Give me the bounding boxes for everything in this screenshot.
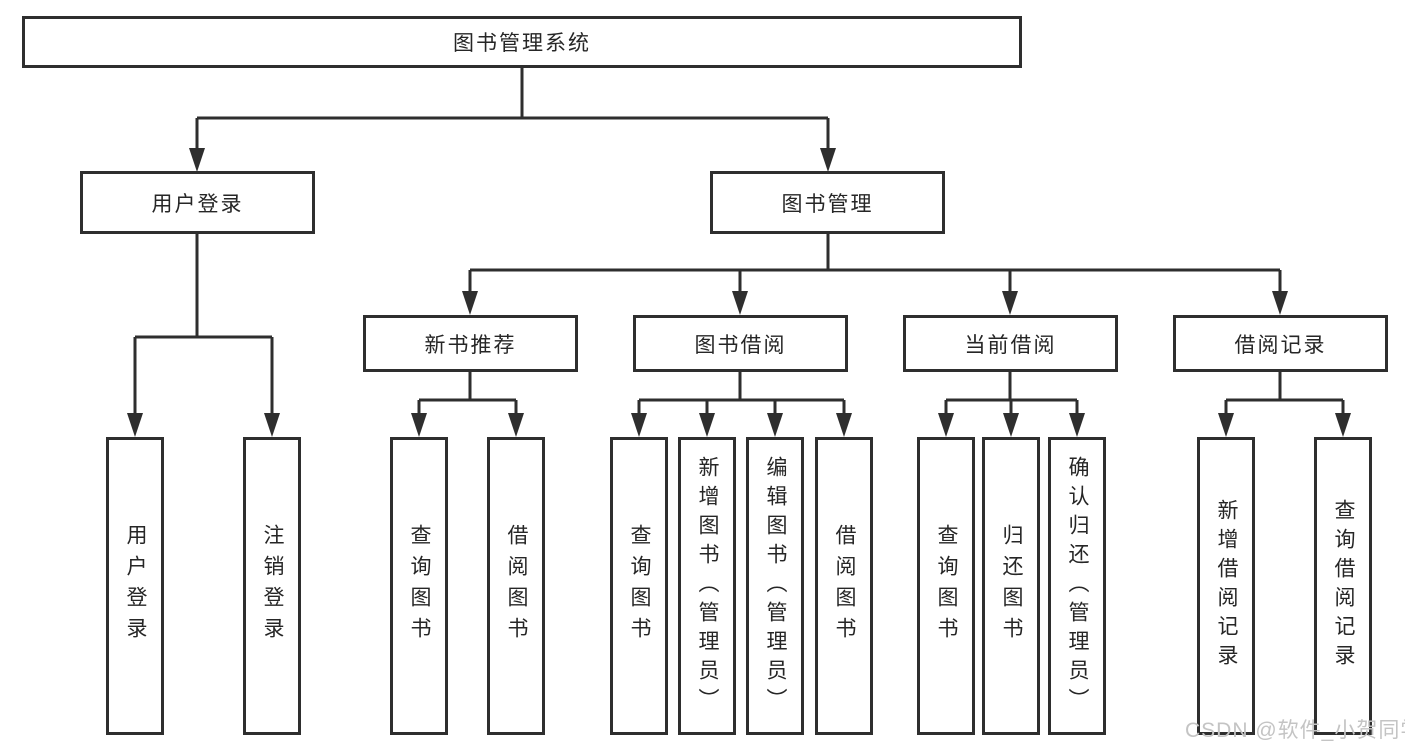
- leaf-edit-book-admin: 编辑图书（管理员）: [746, 437, 804, 735]
- connector-line: [944, 372, 1079, 419]
- connector-line: [133, 234, 274, 419]
- leaf-return-books: 归还图书: [982, 437, 1040, 735]
- leaf-logout-login: 注销登录: [243, 437, 301, 735]
- leaf-label: 查询图书: [628, 524, 651, 648]
- connector-arrow: [1272, 291, 1288, 315]
- connector-arrow: [411, 413, 427, 437]
- node-library-management-system: 图书管理系统: [22, 16, 1022, 68]
- node-label: 用户登录: [151, 192, 244, 216]
- connector-arrow: [732, 291, 748, 315]
- connector-line: [637, 372, 846, 419]
- connector-arrow: [189, 148, 205, 172]
- node-borrowing-records: 借阅记录: [1173, 315, 1388, 372]
- node-current-borrowing: 当前借阅: [903, 315, 1118, 372]
- connector-arrow: [264, 413, 280, 437]
- connector-arrow: [631, 413, 647, 437]
- connector-arrow: [699, 413, 715, 437]
- leaf-query-books-3: 查询图书: [917, 437, 975, 735]
- node-new-book-recommendation: 新书推荐: [363, 315, 578, 372]
- leaf-label: 确认归还（管理员）: [1066, 455, 1089, 717]
- connector-arrow: [127, 413, 143, 437]
- connector-arrow: [1002, 291, 1018, 315]
- leaf-label: 查询图书: [935, 524, 958, 648]
- leaf-label: 用户登录: [124, 524, 147, 648]
- csdn-watermark: CSDN @软件_小贺同学: [1185, 719, 1405, 742]
- node-book-management: 图书管理: [710, 171, 945, 234]
- leaf-add-book-admin: 新增图书（管理员）: [678, 437, 736, 735]
- leaf-label: 新增借阅记录: [1215, 499, 1238, 673]
- connector-line: [468, 234, 1282, 295]
- leaf-query-borrow-record: 查询借阅记录: [1314, 437, 1372, 735]
- leaf-label: 查询图书: [408, 524, 431, 648]
- leaf-add-borrow-record: 新增借阅记录: [1197, 437, 1255, 735]
- node-label: 图书管理: [781, 192, 874, 216]
- leaf-borrow-books-2: 借阅图书: [815, 437, 873, 735]
- node-label: 新书推荐: [424, 333, 517, 357]
- node-label: 图书借阅: [694, 333, 787, 357]
- node-label: 借阅记录: [1234, 333, 1327, 357]
- connector-arrow: [1218, 413, 1234, 437]
- leaf-user-login: 用户登录: [106, 437, 164, 735]
- connector-arrow: [462, 291, 478, 315]
- node-label: 图书管理系统: [453, 32, 591, 55]
- leaf-label: 借阅图书: [833, 524, 856, 648]
- connector-line: [195, 68, 830, 152]
- connector-line: [1224, 372, 1345, 419]
- leaf-label: 新增图书（管理员）: [696, 455, 719, 717]
- connector-arrow: [767, 413, 783, 437]
- leaf-label: 编辑图书（管理员）: [764, 455, 787, 717]
- connector-arrow: [1003, 413, 1019, 437]
- leaf-query-books-1: 查询图书: [390, 437, 448, 735]
- connector-arrow: [1335, 413, 1351, 437]
- connector-arrow: [1069, 413, 1085, 437]
- connector-arrow: [508, 413, 524, 437]
- connector-arrow: [938, 413, 954, 437]
- leaf-label: 借阅图书: [505, 524, 528, 648]
- leaf-label: 注销登录: [261, 524, 284, 648]
- node-book-borrowing: 图书借阅: [633, 315, 848, 372]
- connector-arrow: [836, 413, 852, 437]
- leaf-borrow-books-1: 借阅图书: [487, 437, 545, 735]
- leaf-label: 查询借阅记录: [1332, 499, 1355, 673]
- node-user-login: 用户登录: [80, 171, 315, 234]
- leaf-confirm-return-admin: 确认归还（管理员）: [1048, 437, 1106, 735]
- leaf-query-books-2: 查询图书: [610, 437, 668, 735]
- leaf-label: 归还图书: [1000, 524, 1023, 648]
- connector-line: [417, 372, 518, 419]
- node-label: 当前借阅: [964, 333, 1057, 357]
- connector-arrow: [820, 148, 836, 172]
